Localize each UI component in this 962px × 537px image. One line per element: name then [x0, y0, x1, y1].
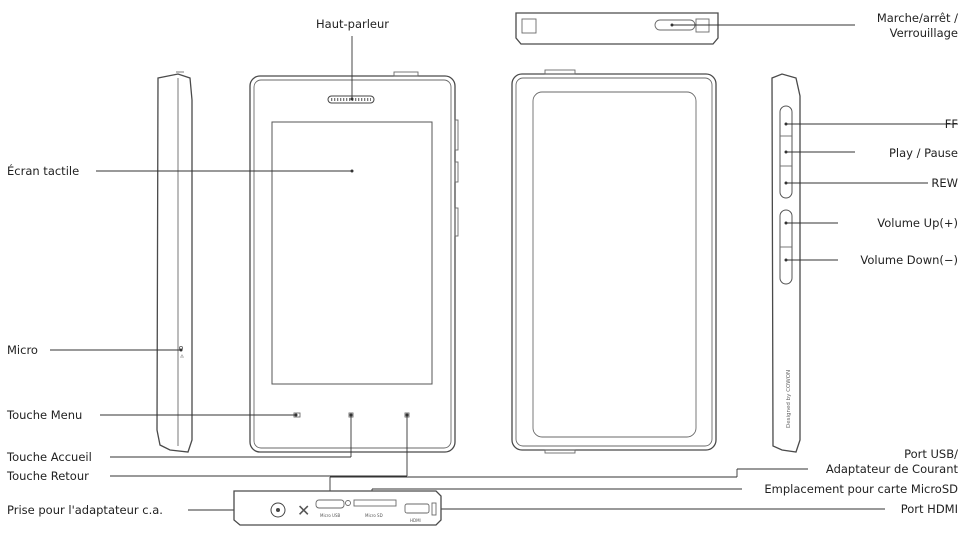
bottom-view-main: ✕ Micro USB Micro SD HDMI [233, 490, 442, 526]
label-speaker: Haut-parleur [316, 17, 389, 31]
label-lock: Verrouillage [890, 26, 958, 40]
leader-lines [50, 23, 958, 512]
label-hdmi-port: Port HDMI [901, 502, 958, 516]
label-rew: REW [931, 176, 958, 190]
label-touchscreen: Écran tactile [7, 163, 79, 178]
label-volume-up: Volume Up(+) [877, 216, 958, 230]
label-volume-down: Volume Down(−) [860, 253, 958, 267]
label-ff: FF [945, 117, 958, 131]
svg-text:HDMI: HDMI [410, 518, 421, 523]
label-micro: Micro [7, 343, 38, 357]
label-back-key: Touche Retour [6, 469, 89, 483]
label-ac-jack: Prise pour l'adaptateur c.a. [7, 503, 163, 517]
front-view [249, 71, 459, 453]
labels: Haut-parleur Marche/arrêt / Verrouillage… [6, 11, 958, 517]
label-usb-port-2: Adaptateur de Courant [826, 462, 959, 476]
label-power: Marche/arrêt / [877, 11, 958, 25]
label-microsd-slot: Emplacement pour carte MicroSD [764, 482, 958, 496]
left-side-view: ⁂ [156, 71, 193, 453]
touchscreen-area [271, 121, 433, 385]
label-menu-key: Touche Menu [6, 408, 82, 422]
top-view [515, 12, 719, 45]
label-play-pause: Play / Pause [889, 146, 958, 160]
svg-text:Micro SD: Micro SD [365, 513, 383, 518]
back-view [511, 69, 717, 454]
svg-text:✕: ✕ [297, 501, 310, 520]
right-side-view: Designed by COWON [771, 73, 801, 453]
svg-text:Micro USB: Micro USB [320, 513, 341, 518]
side-brand-text: Designed by COWON [786, 370, 792, 428]
svg-text:⁂: ⁂ [180, 354, 184, 359]
label-usb-port-1: Port USB/ [904, 447, 958, 461]
label-home-key: Touche Accueil [6, 450, 92, 464]
